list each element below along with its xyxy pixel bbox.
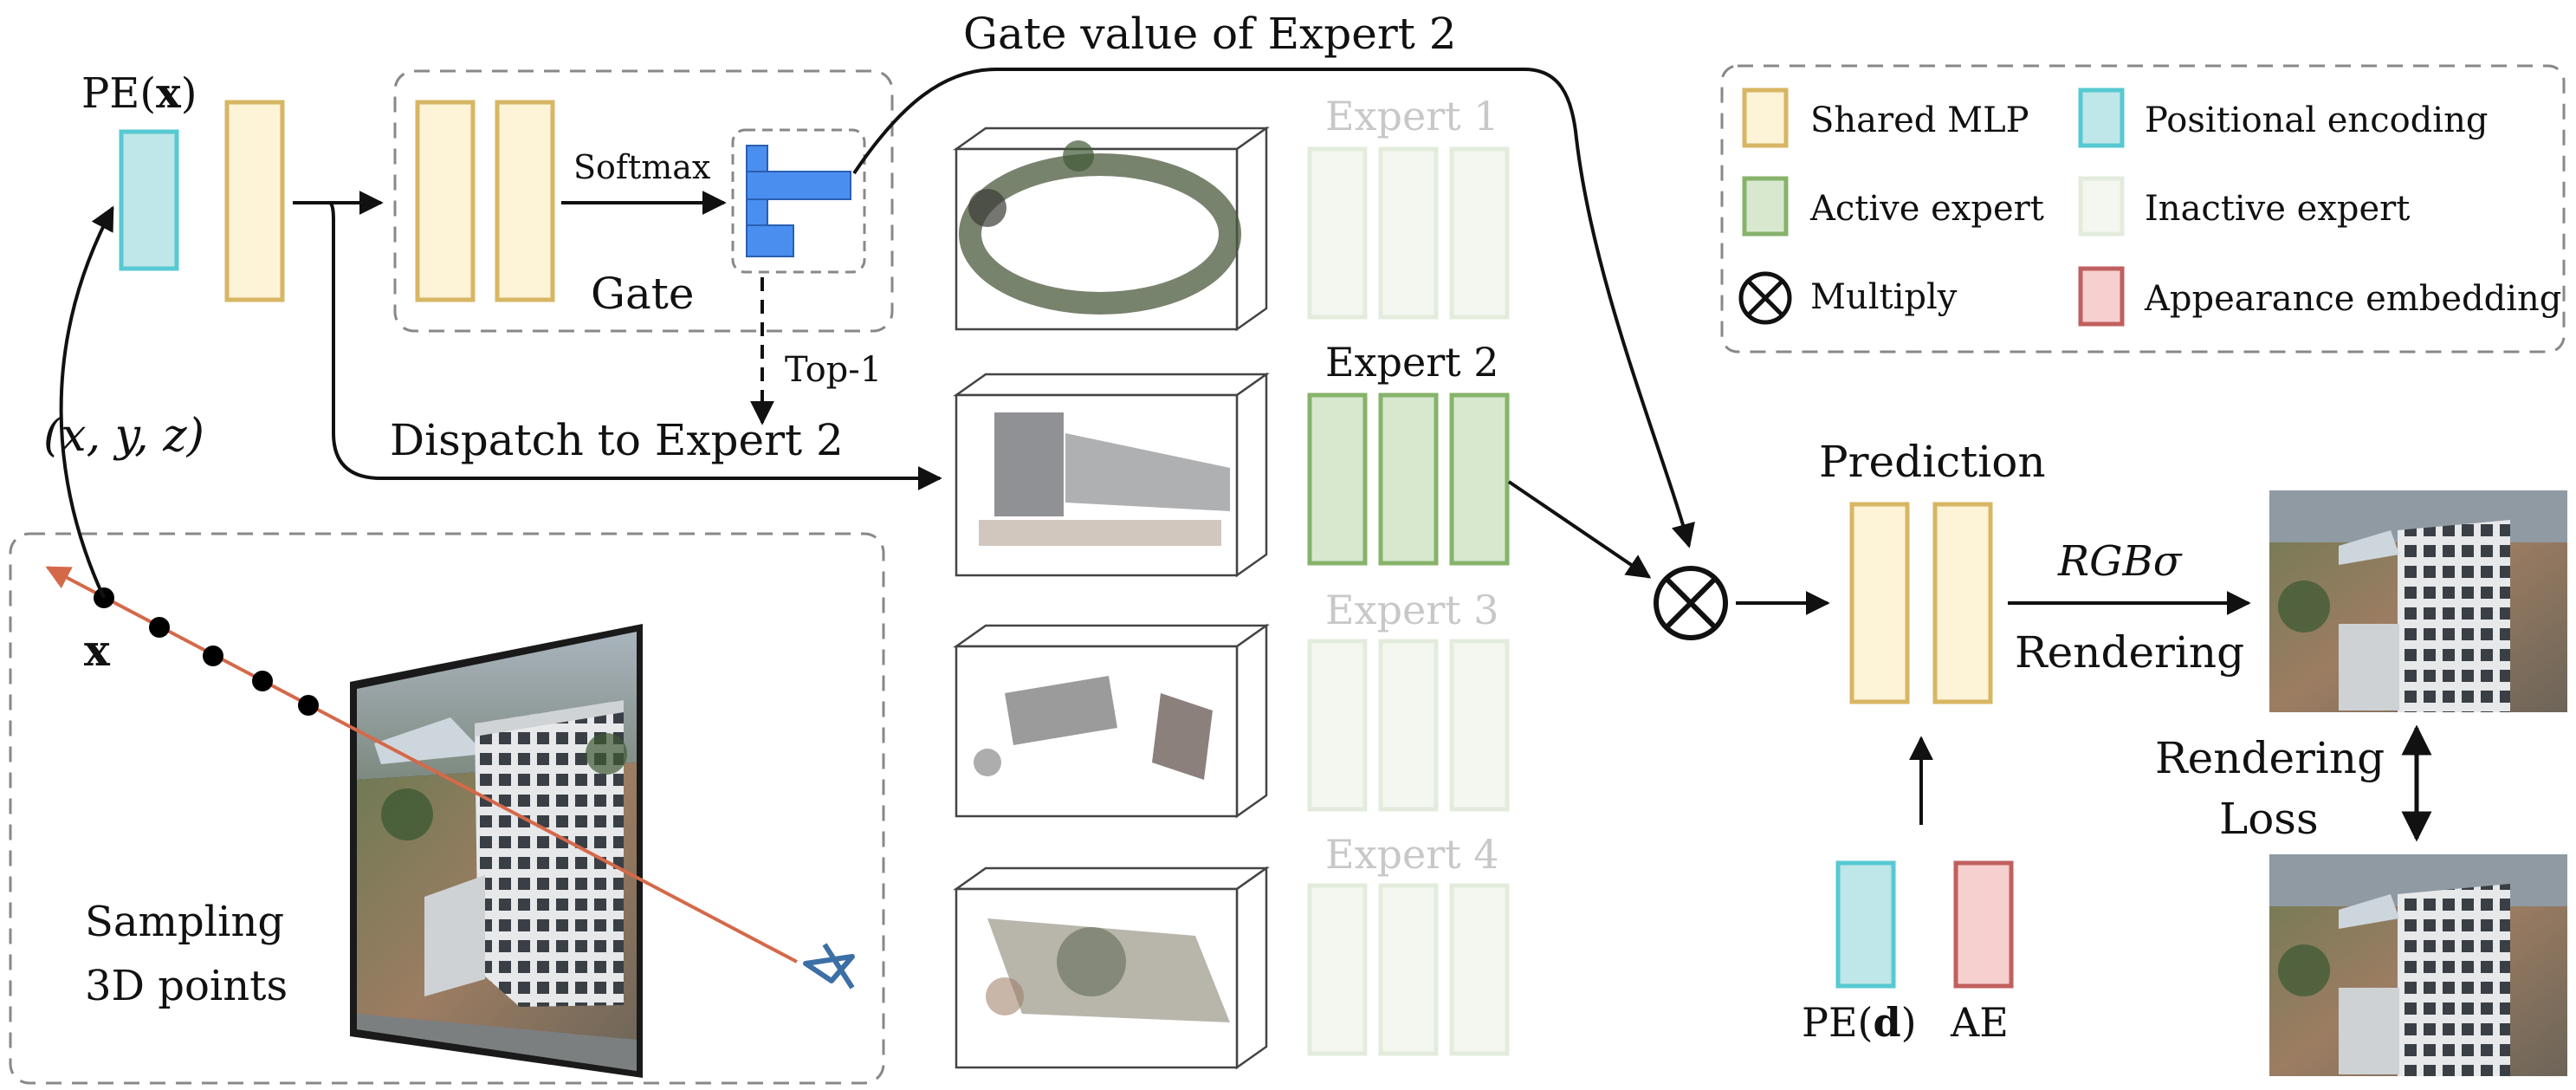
expert-2-layer-1 <box>1307 393 1368 566</box>
rgb-sigma-label: RGBσ <box>2057 537 2183 586</box>
expert-3-layer-2 <box>1378 639 1439 812</box>
expert-3: Expert 3 <box>953 587 1510 819</box>
rendered-image <box>2269 490 2567 712</box>
pe-d-block <box>1835 860 1896 989</box>
legend-label-positional-encoding: Positional encoding <box>2145 101 2488 140</box>
gate-bar-expert-2 <box>746 171 851 200</box>
legend-swatch-positional-encoding <box>2078 88 2125 148</box>
legend-label-shared-mlp: Shared MLP <box>1810 101 2029 140</box>
expert-1: Expert 1 <box>953 93 1510 332</box>
gate-panel <box>393 69 894 333</box>
expert-1-layer-3 <box>1449 146 1510 320</box>
expert-2-volume <box>953 372 1270 578</box>
gate-output-box <box>731 128 866 274</box>
expert-1-layer-2 <box>1378 146 1439 320</box>
pe-x-block <box>119 129 179 271</box>
expert-1-volume <box>953 126 1270 332</box>
gate-label: Gate <box>591 269 694 319</box>
expert-1-label: Expert 1 <box>1325 93 1499 139</box>
gate-mlp-layer-2 <box>495 100 555 302</box>
dispatch-arrow <box>328 201 942 490</box>
legend-label-multiply: Multiply <box>1810 277 1958 317</box>
gate-value-arrow <box>852 68 1695 548</box>
camera-icon <box>803 943 855 989</box>
legend-swatch-shared-mlp <box>1742 88 1789 148</box>
gate-bar-expert-4 <box>746 224 794 257</box>
rendering-loss-line1: Rendering <box>2155 733 2385 783</box>
rendering-label: Rendering <box>2015 627 2244 678</box>
point-x-label: x <box>84 625 111 676</box>
pe-x-label: PE(x) <box>81 69 197 118</box>
legend-swatch-appearance-embedding <box>2078 266 2125 327</box>
expert-3-layer-3 <box>1449 639 1510 812</box>
gate-value-label: Gate value of Expert 2 <box>963 9 1457 59</box>
top1-label: Top-1 <box>785 350 882 390</box>
input-view-image <box>350 624 643 1078</box>
legend-panel <box>1720 64 2566 354</box>
gate-distribution-bars <box>746 145 851 257</box>
expert-4-label: Expert 4 <box>1325 831 1499 878</box>
ground-truth-image <box>2269 854 2567 1076</box>
multiply-symbol <box>1654 566 1728 640</box>
expert-4: Expert 4 <box>953 831 1510 1070</box>
ae-label: AE <box>1950 999 2009 1046</box>
point-to-pe-arrow <box>59 205 114 599</box>
expert-1-layer-1 <box>1307 146 1368 320</box>
legend-swatch-inactive-expert <box>2078 176 2125 237</box>
gate-mlp-layer-1 <box>415 100 476 302</box>
sampling-label-line2: 3D points <box>85 962 288 1010</box>
sample-point <box>149 617 170 638</box>
pe-d-label: PE(d) <box>1802 999 1917 1046</box>
prediction-mlp-layer-2 <box>1932 502 1993 704</box>
camera-ray <box>45 566 798 963</box>
ae-block <box>1953 860 2014 989</box>
expert-2-label: Expert 2 <box>1325 339 1499 386</box>
coords-label: (x, y, z) <box>43 410 204 462</box>
expert-3-layer-1 <box>1307 639 1368 812</box>
expert-2-layer-2 <box>1378 393 1439 566</box>
expert-4-layer-1 <box>1307 883 1368 1056</box>
expert-4-volume <box>953 866 1270 1070</box>
legend-multiply-icon <box>1738 271 1792 325</box>
expert-4-layer-2 <box>1378 883 1439 1056</box>
prediction-label: Prediction <box>1819 437 2046 487</box>
gate-bar-expert-3 <box>746 198 768 226</box>
softmax-label: Softmax <box>573 148 710 186</box>
legend-label-appearance-embedding: Appearance embedding <box>2144 279 2561 319</box>
rendering-loss-line2: Loss <box>2219 794 2319 844</box>
legend-label-inactive-expert: Inactive expert <box>2145 189 2410 229</box>
expert-4-layer-3 <box>1449 883 1510 1056</box>
expert-3-volume <box>953 623 1270 819</box>
expert-2-layer-3 <box>1449 393 1510 566</box>
gate-bar-expert-1 <box>746 145 768 172</box>
shared-mlp-block <box>224 100 285 302</box>
sampling-label-line1: Sampling <box>85 898 284 946</box>
sample-points <box>94 587 319 716</box>
sample-point <box>298 695 319 716</box>
expert-to-multiply-arrow <box>1507 480 1652 579</box>
sample-point <box>252 671 273 691</box>
sampling-panel <box>9 532 885 1085</box>
prediction-mlp-layer-1 <box>1849 502 1910 704</box>
sample-point <box>203 646 223 666</box>
expert-3-label: Expert 3 <box>1325 587 1499 633</box>
legend: Shared MLP Positional encoding Active ex… <box>1738 88 2561 327</box>
legend-swatch-active-expert <box>1742 176 1789 237</box>
expert-2: Expert 2 <box>953 339 1510 578</box>
legend-label-active-expert: Active expert <box>1809 189 2044 229</box>
dispatch-label: Dispatch to Expert 2 <box>390 415 844 465</box>
